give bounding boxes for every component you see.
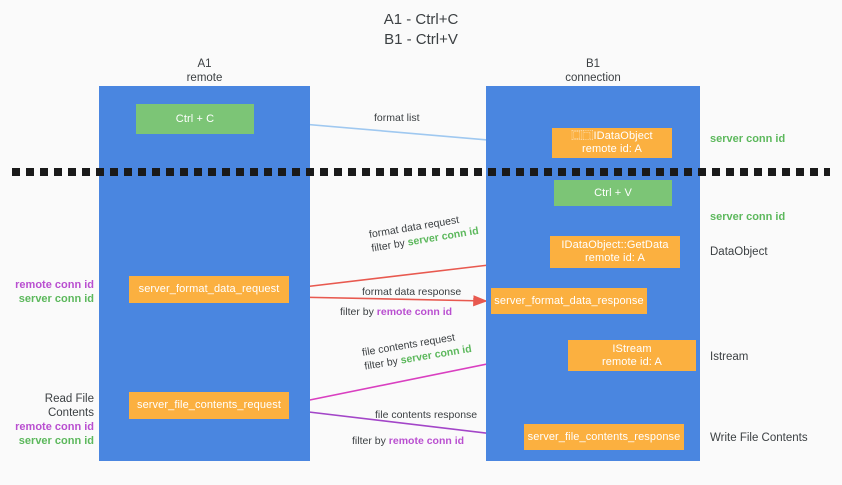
- arrow-file-contents-response: [291, 409, 521, 442]
- node-server-file-contents-request[interactable]: server_file_contents_request: [129, 392, 289, 419]
- left-note-conn-ids-file: Read File Contents remote conn id server…: [0, 392, 94, 448]
- note-server-conn-id-top: server conn id: [710, 133, 786, 145]
- edge-label-format-list: format list: [374, 112, 420, 124]
- filter-value-remote-conn-id: remote conn id: [388, 435, 465, 447]
- note-istream: Istream: [710, 351, 749, 363]
- lane-header-a1: A1 remote: [186, 58, 223, 84]
- left-note-remote-conn-id-2: remote conn id: [15, 421, 94, 433]
- lane-header-b1: B1 connection: [565, 58, 621, 84]
- filter-prefix: filter by: [352, 435, 389, 447]
- note-write-file-contents: Write File Contents: [710, 432, 808, 444]
- edge-label-file-contents-response: file contents response: [375, 409, 478, 421]
- left-note-read-file-contents: Read File Contents: [44, 393, 94, 419]
- arrow-format-data-response: [291, 295, 488, 307]
- note-dataobject: DataObject: [710, 246, 768, 258]
- node-server-file-contents-response[interactable]: server_file_contents_response: [524, 424, 684, 450]
- edge-label-format-data-response-filter: filter by remote conn id: [340, 305, 452, 319]
- note-server-conn-id-mid: server conn id: [710, 211, 786, 223]
- node-server-format-data-request[interactable]: server_format_data_request: [129, 276, 289, 303]
- node-istream[interactable]: IStream remote id: A: [568, 340, 696, 371]
- left-note-conn-ids-format: remote conn id server conn id: [0, 278, 94, 306]
- left-note-server-conn-id: server conn id: [18, 293, 94, 305]
- node-idataobject[interactable]: ⿴⿹IDataObject remote id: A: [552, 128, 672, 158]
- filter-value-remote-conn-id: remote conn id: [376, 306, 453, 318]
- left-note-remote-conn-id: remote conn id: [15, 279, 94, 291]
- node-ctrl-v[interactable]: Ctrl + V: [554, 180, 672, 206]
- edge-label-format-data-response: format data response: [362, 286, 462, 298]
- filter-prefix: filter by: [340, 306, 377, 318]
- edge-label-file-contents-response-filter: filter by remote conn id: [352, 434, 464, 448]
- page-title: A1 - Ctrl+C B1 - Ctrl+V: [383, 11, 459, 48]
- node-server-format-data-response[interactable]: server_format_data_response: [491, 288, 647, 314]
- dashed-divider: [12, 168, 830, 176]
- left-note-server-conn-id-2: server conn id: [18, 435, 94, 447]
- node-ctrl-c[interactable]: Ctrl + C: [136, 104, 254, 134]
- node-idataobject-getdata[interactable]: IDataObject::GetData remote id: A: [550, 236, 680, 268]
